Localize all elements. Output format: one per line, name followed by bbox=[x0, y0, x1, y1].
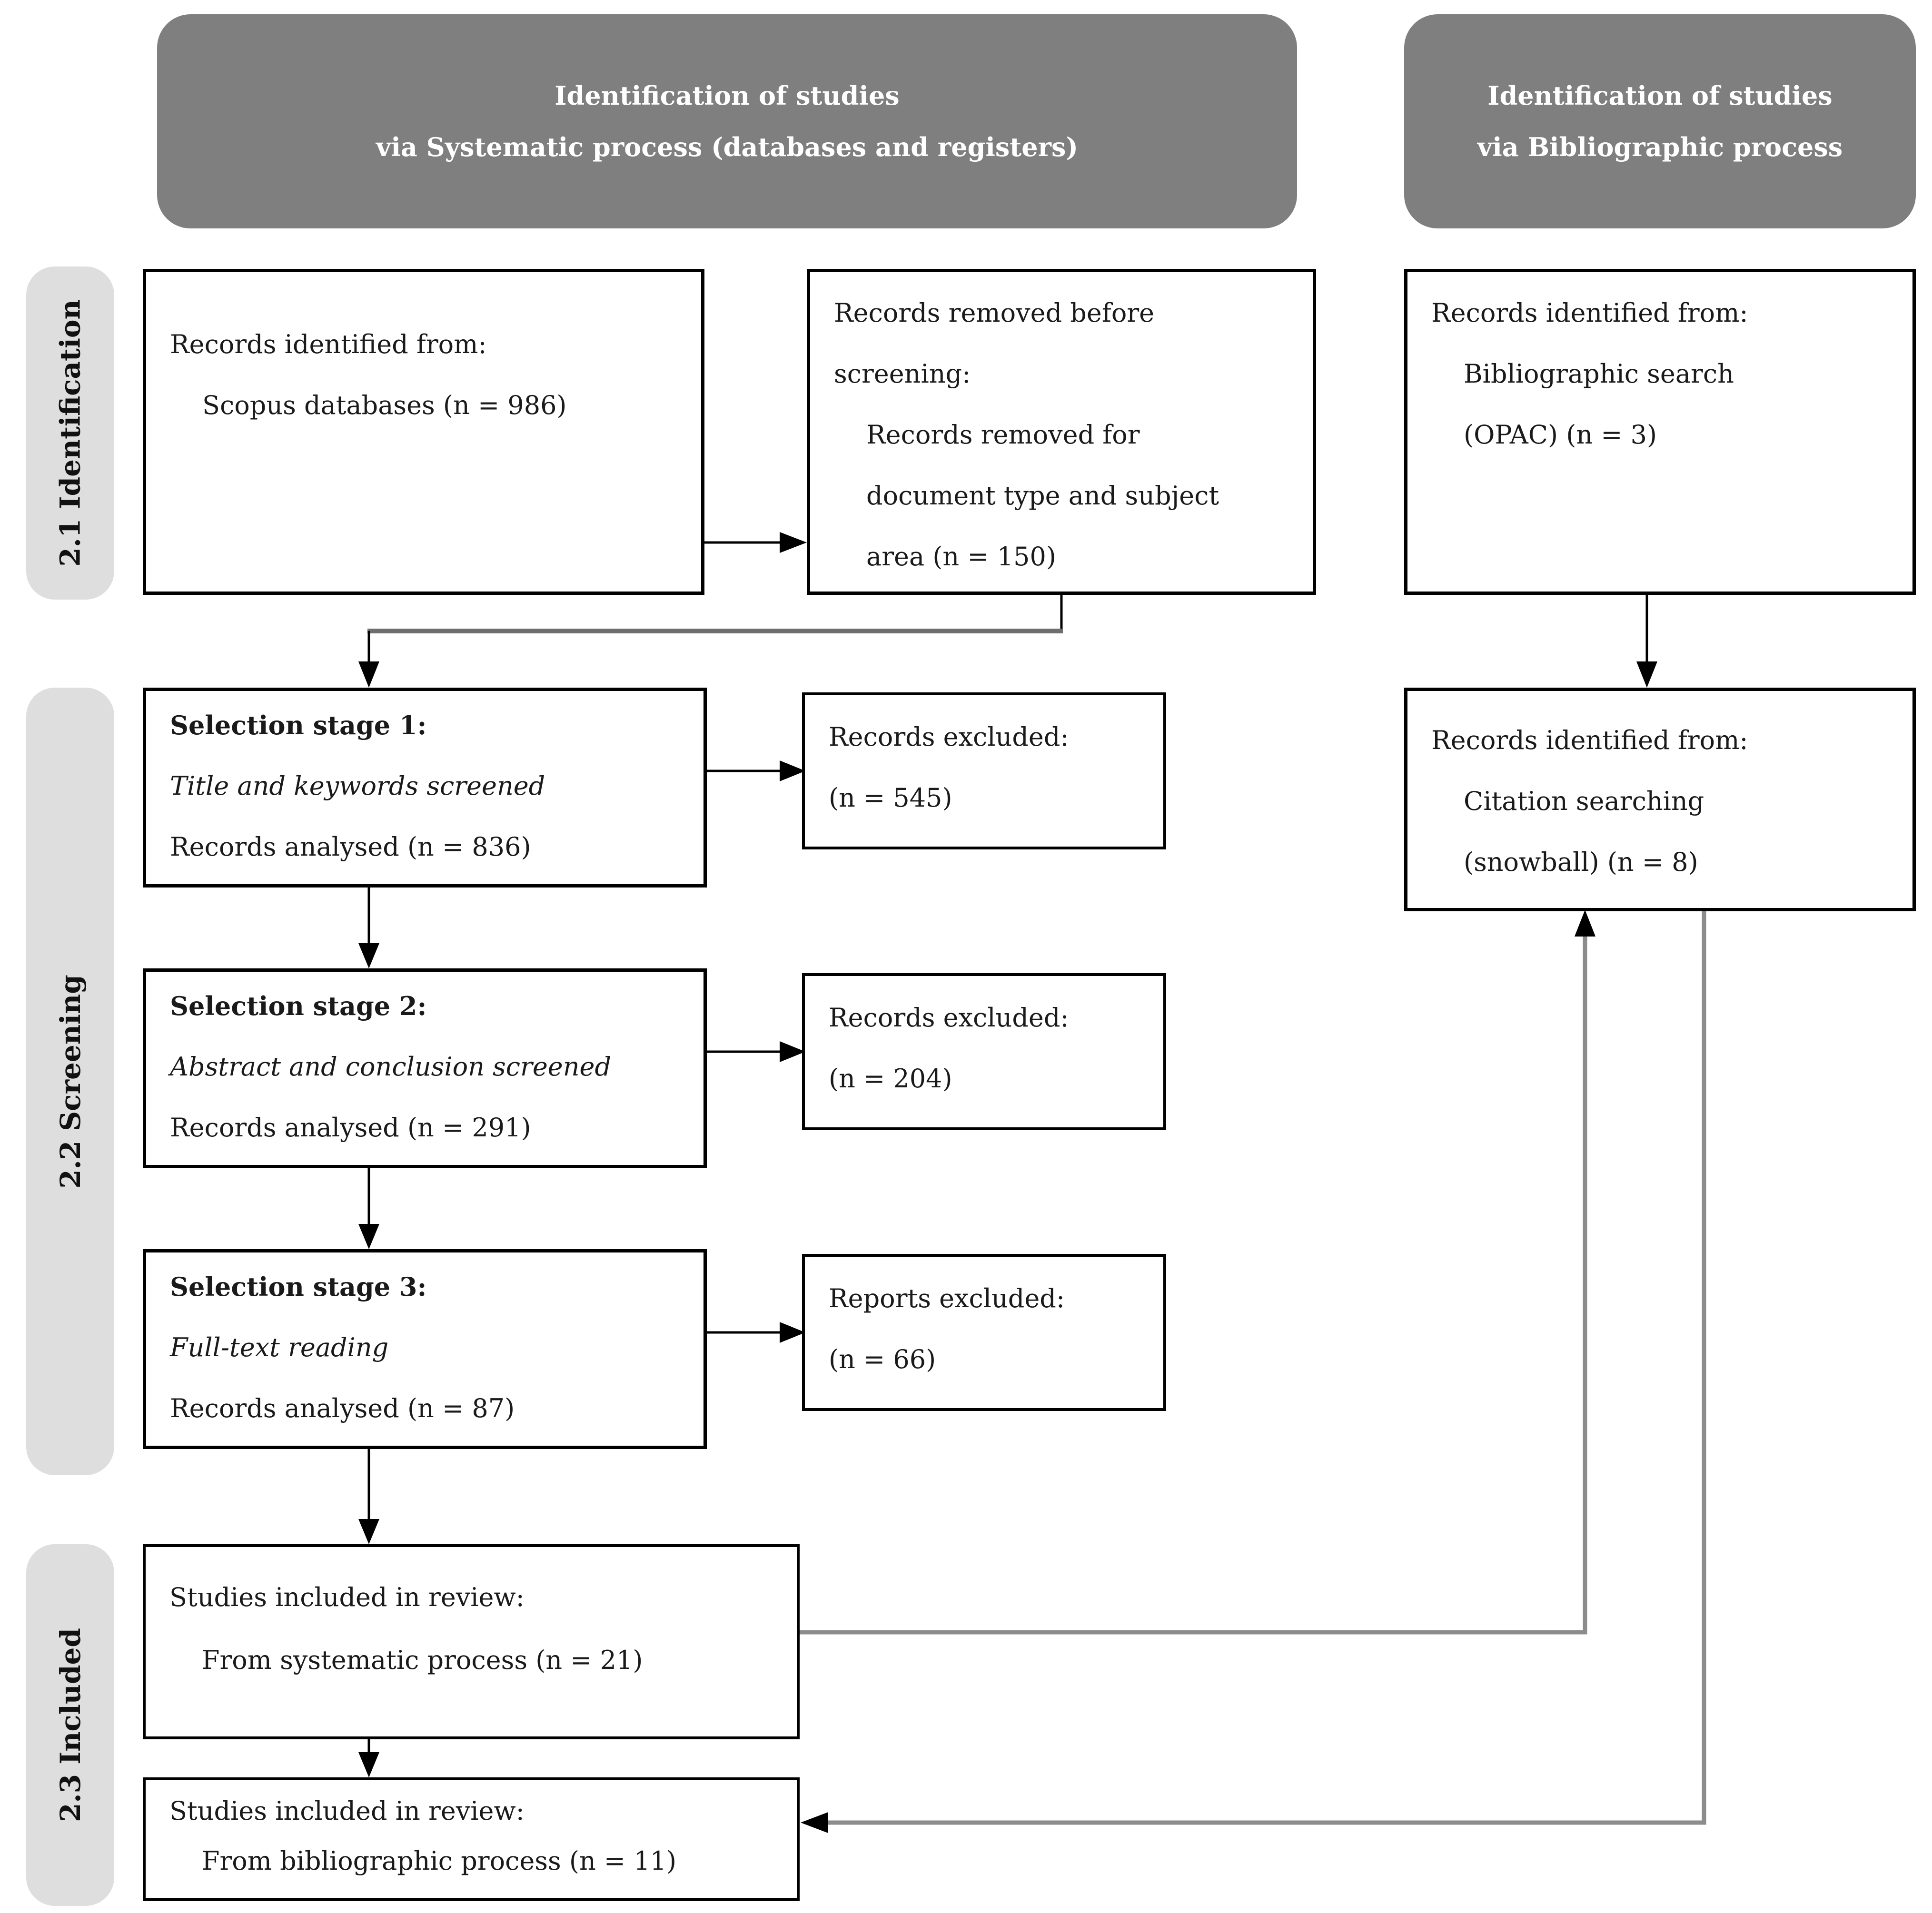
box-excluded2-line2: (n = 204) bbox=[829, 1064, 952, 1094]
box-included-systematic-line2: From systematic process (n = 21) bbox=[202, 1645, 643, 1675]
box-records-identified-snowball: Records identified from: Citation search… bbox=[1404, 688, 1916, 911]
box-scopus-line1: Records identified from: bbox=[170, 329, 487, 359]
box-stage3-line1: Selection stage 3: bbox=[170, 1272, 427, 1302]
box-records-identified-opac: Records identified from: Bibliographic s… bbox=[1404, 269, 1916, 595]
arrow-opac-to-snowball-head bbox=[1636, 661, 1657, 688]
box-included-bibliographic-line1: Studies included in review: bbox=[169, 1796, 525, 1826]
box-stage2-line3: Records analysed (n = 291) bbox=[170, 1113, 531, 1143]
box-snowball-line1: Records identified from: bbox=[1431, 725, 1748, 755]
box-selection-stage3: Selection stage 3: Full-text reading Rec… bbox=[143, 1249, 707, 1449]
box-stage3-line2: Full-text reading bbox=[170, 1332, 389, 1362]
arrow-stage3-to-included-head bbox=[358, 1519, 379, 1544]
box-excluded2-line1: Records excluded: bbox=[829, 1003, 1069, 1033]
arrow-stage1-to-excluded1-head bbox=[780, 760, 805, 781]
box-excluded3-line2: (n = 66) bbox=[829, 1344, 936, 1374]
box-included-systematic-line1: Studies included in review: bbox=[169, 1582, 525, 1612]
arrow-removed-to-stage1-head bbox=[358, 661, 379, 688]
arrow-stage1-to-stage2-head bbox=[358, 943, 379, 968]
box-selection-stage2: Selection stage 2: Abstract and conclusi… bbox=[143, 968, 707, 1168]
box-records-identified-scopus: Records identified from: Scopus database… bbox=[143, 269, 704, 595]
box-removed-line1: Records removed before bbox=[834, 298, 1155, 328]
box-removed-line2: screening: bbox=[834, 359, 971, 389]
box-removed-line3: Records removed for bbox=[866, 420, 1140, 450]
section-label-included-text: 2.3 Included bbox=[54, 1628, 87, 1822]
box-records-removed: Records removed before screening: Record… bbox=[807, 269, 1316, 595]
box-selection-stage1: Selection stage 1: Title and keywords sc… bbox=[143, 688, 707, 887]
arrow-scopus-to-removed-head bbox=[780, 532, 807, 553]
arrow-stage2-to-excluded2-head bbox=[780, 1041, 805, 1062]
section-label-screening: 2.2 Screening bbox=[26, 688, 114, 1475]
connector-snowball-to-bibliographic-head bbox=[801, 1812, 828, 1833]
box-stage1-line1: Selection stage 1: bbox=[170, 710, 427, 740]
header-systematic-line1: Identification of studies bbox=[555, 80, 900, 111]
box-stage2-line1: Selection stage 2: bbox=[170, 991, 427, 1021]
box-stage2-line2: Abstract and conclusion screened bbox=[170, 1052, 612, 1082]
box-included-bibliographic-line2: From bibliographic process (n = 11) bbox=[202, 1846, 677, 1876]
section-label-identification-text: 2.1 Identification bbox=[54, 299, 87, 567]
box-opac-line2: Bibliographic search bbox=[1464, 359, 1734, 389]
header-systematic-process: Identification of studies via Systematic… bbox=[157, 14, 1297, 228]
box-stage1-line3: Records analysed (n = 836) bbox=[170, 832, 531, 862]
section-label-screening-text: 2.2 Screening bbox=[54, 974, 87, 1189]
box-included-bibliographic: Studies included in review: From bibliog… bbox=[143, 1777, 800, 1901]
box-reports-excluded-66: Reports excluded: (n = 66) bbox=[802, 1254, 1166, 1411]
box-removed-line4: document type and subject bbox=[866, 481, 1219, 511]
header-bibliographic-process: Identification of studies via Bibliograp… bbox=[1404, 14, 1916, 228]
box-included-systematic: Studies included in review: From systema… bbox=[143, 1544, 800, 1739]
connector-systematic-to-snowball bbox=[799, 935, 1587, 1635]
box-stage1-line2: Title and keywords screened bbox=[170, 771, 545, 801]
box-opac-line1: Records identified from: bbox=[1431, 298, 1748, 328]
box-excluded3-line1: Reports excluded: bbox=[829, 1283, 1065, 1313]
box-snowball-line3: (snowball) (n = 8) bbox=[1464, 847, 1698, 877]
arrow-included-to-bibliographic-head bbox=[358, 1752, 379, 1777]
connector-snowball-to-bibliographic bbox=[827, 910, 1706, 1825]
box-records-excluded-204: Records excluded: (n = 204) bbox=[802, 973, 1166, 1130]
box-scopus-line2: Scopus databases (n = 986) bbox=[202, 390, 567, 420]
header-systematic-line2: via Systematic process (databases and re… bbox=[376, 132, 1078, 162]
section-label-identification: 2.1 Identification bbox=[26, 266, 114, 600]
arrow-stage3-to-excluded3-head bbox=[780, 1322, 805, 1343]
box-stage3-line3: Records analysed (n = 87) bbox=[170, 1393, 515, 1423]
connector-systematic-to-snowball-head bbox=[1575, 910, 1595, 937]
box-opac-line3: (OPAC) (n = 3) bbox=[1464, 420, 1657, 450]
arrow-stage2-to-stage3-head bbox=[358, 1224, 379, 1249]
header-bibliographic-line2: via Bibliographic process bbox=[1477, 132, 1843, 162]
header-bibliographic-line1: Identification of studies bbox=[1487, 80, 1833, 111]
box-excluded1-line1: Records excluded: bbox=[829, 722, 1069, 752]
box-records-excluded-545: Records excluded: (n = 545) bbox=[802, 692, 1166, 849]
section-label-included: 2.3 Included bbox=[26, 1544, 114, 1906]
box-removed-line5: area (n = 150) bbox=[866, 542, 1056, 572]
box-excluded1-line2: (n = 545) bbox=[829, 783, 952, 813]
box-snowball-line2: Citation searching bbox=[1464, 786, 1704, 816]
